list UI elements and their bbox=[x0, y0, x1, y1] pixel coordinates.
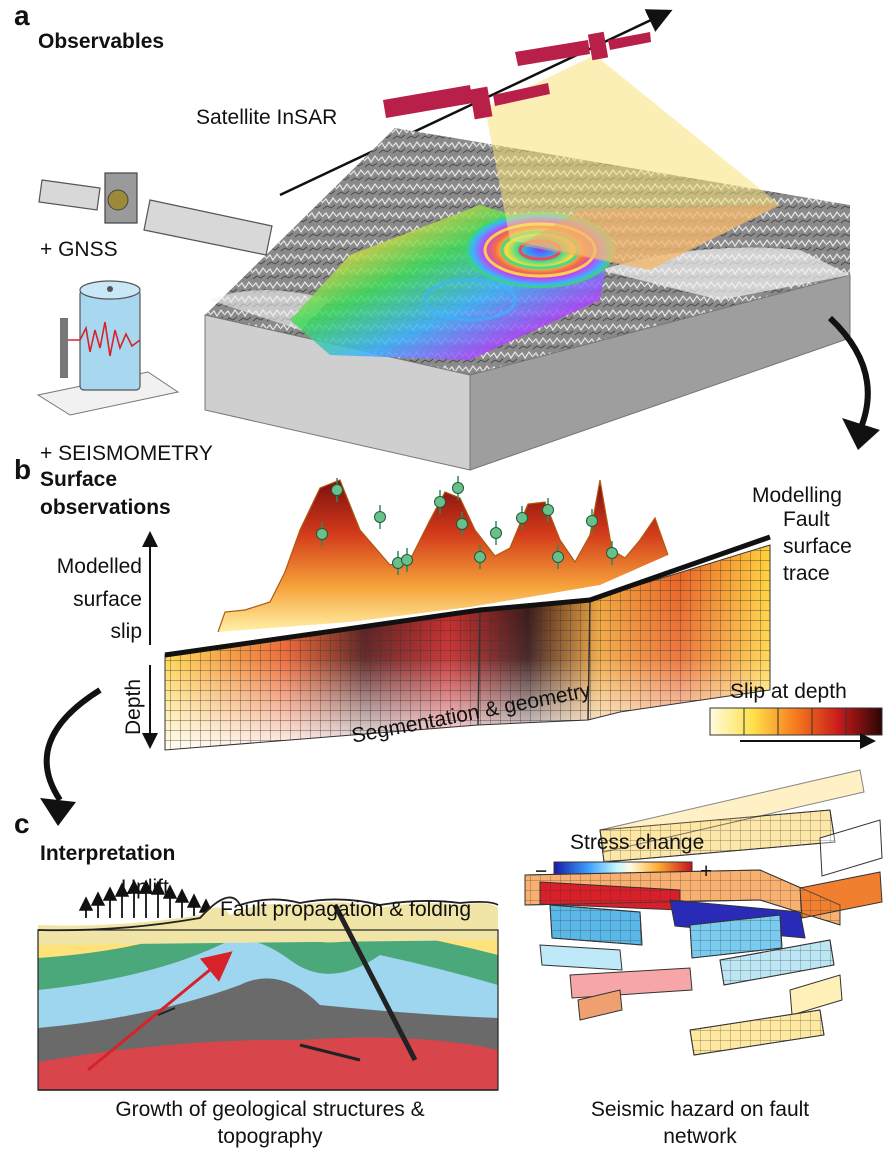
obs-point bbox=[542, 498, 554, 522]
flow-arrowhead-a-b bbox=[842, 418, 880, 450]
obs-point bbox=[434, 490, 446, 514]
fault-propagation-label: Fault propagation & folding bbox=[220, 898, 472, 921]
insar-satellite-2 bbox=[515, 31, 651, 66]
obs-point bbox=[516, 506, 528, 530]
fault-trace-line1: Fault bbox=[783, 508, 830, 531]
surface-slip-profile bbox=[217, 479, 669, 633]
geological-cross-section bbox=[37, 896, 499, 1091]
uplift-label: Uplift bbox=[121, 876, 169, 899]
obs-point bbox=[392, 551, 404, 575]
slip-colorbar bbox=[709, 707, 883, 749]
gnss-satellite-icon bbox=[38, 172, 273, 256]
hazard-label-line1: Seismic hazard on fault bbox=[590, 1098, 810, 1121]
obs-point bbox=[401, 548, 413, 572]
seismometer-icon bbox=[36, 280, 180, 416]
satellite-insar-label: Satellite InSAR bbox=[196, 106, 338, 129]
stress-minus-label: − bbox=[535, 860, 548, 883]
flow-arrowhead-b-c bbox=[40, 798, 76, 826]
panel-b-title-line1: Surface bbox=[40, 468, 118, 491]
growth-label-line2: topography bbox=[217, 1125, 323, 1148]
surface-observation-points bbox=[316, 476, 618, 575]
depth-label: Depth bbox=[122, 678, 146, 736]
panel-c-letter: c bbox=[14, 808, 30, 839]
gnss-label: + GNSS bbox=[40, 238, 118, 261]
panel-b-letter: b bbox=[14, 454, 32, 485]
obs-point bbox=[456, 512, 468, 536]
fault-network-3d bbox=[524, 769, 883, 1056]
hazard-label-line2: network bbox=[663, 1125, 737, 1148]
seismometry-label: + SEISMOMETRY bbox=[40, 442, 213, 465]
obs-point bbox=[606, 541, 618, 565]
flow-arrow-b-c bbox=[43, 687, 102, 802]
panel-b-title-line2: observations bbox=[40, 496, 171, 519]
modelled-label-line2: surface bbox=[73, 588, 142, 611]
stress-plus-label: + bbox=[700, 860, 713, 883]
obs-point bbox=[316, 522, 328, 546]
panel-c-title: Interpretation bbox=[40, 842, 176, 865]
slip-at-depth-label: Slip at depth bbox=[730, 680, 847, 703]
fault-surface-trace-line bbox=[164, 534, 771, 658]
flow-arrow-a-b bbox=[827, 315, 871, 432]
stress-change-label: Stress change bbox=[570, 831, 705, 854]
modelled-label-line1: Modelled bbox=[56, 555, 142, 578]
obs-point bbox=[586, 509, 598, 533]
uplift-arrows bbox=[78, 879, 214, 918]
obs-point bbox=[374, 505, 386, 529]
modelled-label-line3: slip bbox=[110, 620, 142, 643]
obs-point bbox=[474, 545, 486, 569]
obs-point bbox=[552, 545, 564, 569]
fault-trace-line3: trace bbox=[783, 562, 830, 585]
insar-satellite-1 bbox=[383, 83, 550, 120]
fault-plane-slip-model bbox=[164, 544, 771, 751]
fault-trace-line2: surface bbox=[783, 535, 852, 558]
panel-a-title: Observables bbox=[38, 30, 165, 53]
obs-point bbox=[452, 476, 464, 500]
obs-point bbox=[490, 521, 502, 545]
panel-a-letter: a bbox=[14, 0, 30, 31]
growth-label-line1: Growth of geological structures & bbox=[115, 1098, 425, 1121]
modelling-label: Modelling bbox=[752, 484, 842, 507]
obs-point bbox=[331, 478, 343, 502]
beam-footprint bbox=[520, 205, 780, 270]
